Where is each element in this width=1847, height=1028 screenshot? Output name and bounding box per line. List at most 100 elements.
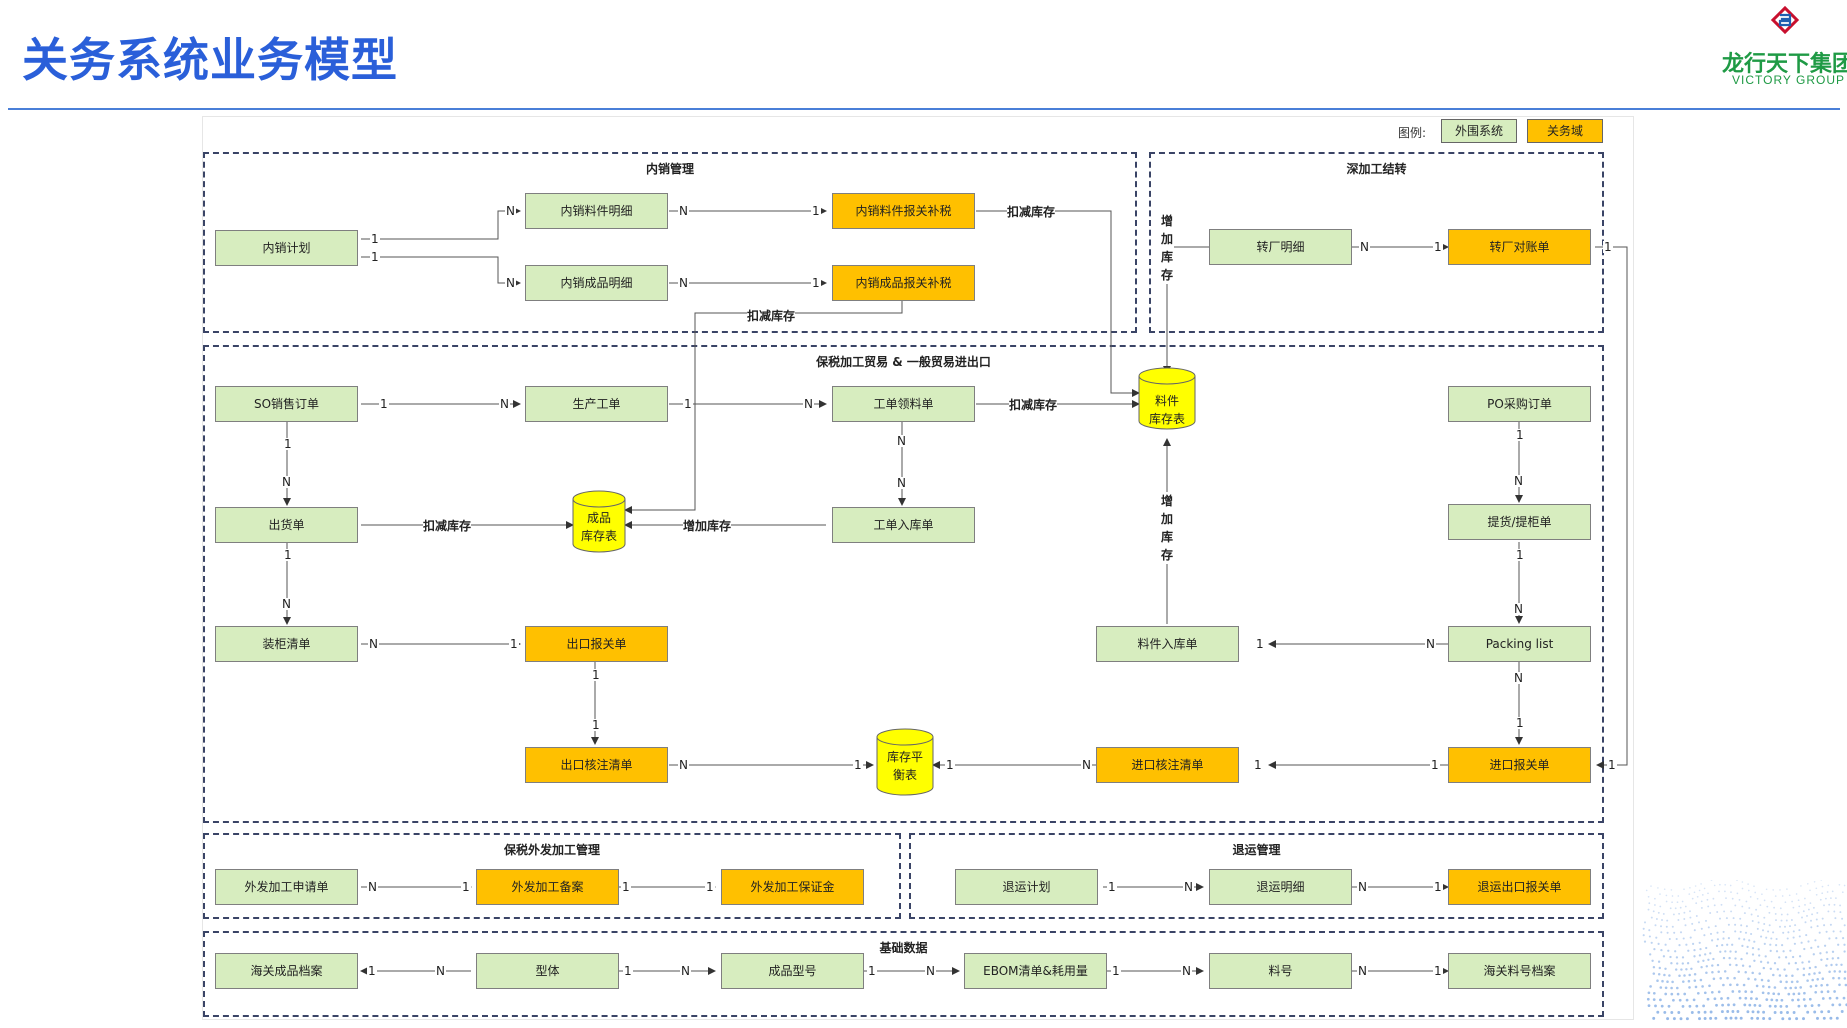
node-domestic-material-detail[interactable]: 内销料件明细: [525, 193, 668, 229]
decorative-dot: [1713, 904, 1716, 907]
node-transfer-statement[interactable]: 转厂对账单: [1448, 229, 1591, 265]
decorative-dot: [1827, 1010, 1831, 1014]
decorative-dot: [1813, 881, 1816, 883]
decorative-dot: [1685, 943, 1688, 946]
decorative-dot: [1768, 1017, 1772, 1021]
decorative-dot: [1702, 959, 1705, 962]
decorative-dot: [1745, 925, 1748, 928]
logo-chinese-name: 龙行天下集团: [1722, 52, 1847, 77]
decorative-dot: [1726, 943, 1729, 946]
decorative-dot: [1839, 930, 1842, 933]
decorative-dot: [1825, 983, 1829, 987]
node-pickup-order[interactable]: 提货/提柜单: [1448, 504, 1591, 540]
node-outsource-deposit[interactable]: 外发加工保证金: [721, 869, 864, 905]
node-product-model[interactable]: 成品型号: [721, 953, 864, 989]
decorative-dot: [1797, 911, 1800, 914]
decorative-dot: [1738, 996, 1742, 1000]
node-packing-list[interactable]: Packing list: [1448, 626, 1591, 662]
node-model[interactable]: 型体: [476, 953, 619, 989]
cardinality-many: N: [678, 204, 689, 218]
node-work-order-receipt[interactable]: 工单入库单: [832, 507, 975, 543]
cardinality-many: N: [505, 276, 516, 290]
decorative-dot: [1781, 944, 1784, 947]
node-import-declaration[interactable]: 进口报关单: [1448, 747, 1591, 783]
node-customs-product-archive[interactable]: 海关成品档案: [215, 953, 358, 989]
decorative-dot: [1705, 946, 1708, 950]
decorative-dot: [1648, 902, 1651, 905]
node-part-number[interactable]: 料号: [1209, 953, 1352, 989]
cardinality-many: N: [281, 475, 292, 489]
node-domestic-product-tax-declaration[interactable]: 内销成品报关补税: [832, 265, 975, 301]
decorative-dot: [1654, 1004, 1657, 1008]
decorative-dot: [1841, 917, 1844, 920]
decorative-dot: [1709, 1010, 1713, 1014]
decorative-dot: [1652, 1016, 1656, 1020]
node-return-plan[interactable]: 退运计划: [955, 869, 1098, 905]
decorative-dot: [1825, 930, 1828, 933]
decorative-dot: [1749, 896, 1752, 898]
decorative-dot: [1696, 895, 1699, 898]
node-domestic-product-detail[interactable]: 内销成品明细: [525, 265, 668, 301]
decorative-dot: [1750, 990, 1754, 994]
store-mat-stock[interactable]: 料件 库存表: [1096, 392, 1238, 428]
edge-label-deduct: 扣减库存: [747, 307, 796, 324]
node-import-verification-list[interactable]: 进口核注清单: [1096, 747, 1239, 783]
decorative-dot: [1731, 990, 1735, 993]
node-export-declaration[interactable]: 出口报关单: [525, 626, 668, 662]
node-return-export-declaration[interactable]: 退运出口报关单: [1448, 869, 1591, 905]
decorative-dot: [1756, 1010, 1760, 1014]
node-outsource-application[interactable]: 外发加工申请单: [215, 869, 358, 905]
decorative-dot: [1727, 937, 1730, 940]
node-export-verification-list[interactable]: 出口核注清单: [525, 747, 668, 783]
decorative-dot: [1661, 979, 1664, 983]
cardinality-many: N: [281, 597, 292, 611]
decorative-dot-pattern-icon: [1642, 880, 1847, 1021]
node-ebom[interactable]: EBOM清单&耗用量: [964, 953, 1107, 989]
decorative-dot: [1740, 957, 1743, 961]
decorative-dot: [1652, 991, 1656, 995]
decorative-dot: [1767, 991, 1770, 995]
cardinality-one: 1: [1111, 964, 1121, 978]
node-po-purchase-order[interactable]: PO采购订单: [1448, 386, 1591, 422]
decorative-dot: [1662, 955, 1666, 958]
store-prod-stock[interactable]: 成品 库存表: [528, 509, 670, 545]
decorative-dot: [1678, 974, 1681, 977]
edge-label-deduct: 扣减库存: [423, 517, 472, 534]
decorative-dot: [1807, 908, 1810, 911]
node-transfer-detail[interactable]: 转厂明细: [1209, 229, 1352, 265]
decorative-dot: [1759, 904, 1762, 906]
node-work-order-issue[interactable]: 工单领料单: [832, 386, 975, 422]
decorative-dot: [1715, 944, 1719, 948]
decorative-dot: [1657, 911, 1660, 914]
decorative-dot: [1840, 963, 1843, 967]
decorative-dot: [1744, 931, 1748, 934]
decorative-dot: [1671, 925, 1674, 928]
decorative-dot: [1837, 956, 1840, 960]
decorative-dot: [1703, 991, 1707, 995]
decorative-dot: [1694, 985, 1698, 989]
cardinality-one: 1: [1515, 716, 1525, 730]
decorative-dot: [1785, 974, 1788, 978]
node-customs-part-archive[interactable]: 海关料号档案: [1448, 953, 1591, 989]
legend-external-system: 外围系统: [1441, 119, 1517, 143]
node-container-packing-list[interactable]: 装柜清单: [215, 626, 358, 662]
decorative-dot: [1791, 974, 1794, 977]
node-domestic-plan[interactable]: 内销计划: [215, 230, 358, 266]
edge-label-add: 增加库存: [683, 517, 732, 534]
node-work-order[interactable]: 生产工单: [525, 386, 668, 422]
decorative-dot: [1743, 1003, 1747, 1007]
decorative-dot: [1767, 930, 1770, 933]
decorative-dot: [1709, 1016, 1713, 1020]
decorative-dot: [1717, 990, 1721, 994]
decorative-dot: [1708, 984, 1711, 988]
node-outsource-record[interactable]: 外发加工备案: [476, 869, 619, 905]
store-balance[interactable]: 库存平 衡表: [834, 748, 976, 784]
node-material-receipt[interactable]: 料件入库单: [1096, 626, 1239, 662]
node-return-detail[interactable]: 退运明细: [1209, 869, 1352, 905]
node-so-sales-order[interactable]: SO销售订单: [215, 386, 358, 422]
node-domestic-material-tax-declaration[interactable]: 内销料件报关补税: [832, 193, 975, 229]
cardinality-many: N: [1513, 671, 1524, 685]
node-shipment[interactable]: 出货单: [215, 507, 358, 543]
decorative-dot: [1774, 895, 1777, 897]
decorative-dot: [1827, 884, 1830, 887]
